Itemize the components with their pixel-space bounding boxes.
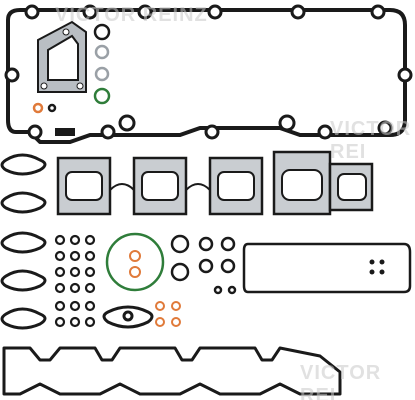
- intake-manifold-gasket: [2, 346, 342, 396]
- o-ring-grid: [54, 234, 96, 328]
- valve-cover-bolt-lugs: [4, 4, 413, 140]
- manifold-port-openings: [65, 169, 367, 201]
- cover-seal-strip: [55, 128, 75, 136]
- rocker-seal-gasket: [242, 242, 412, 294]
- green-seal-ring: [105, 232, 165, 292]
- manifold-port-gaskets: [56, 150, 374, 216]
- copper-washers: [155, 301, 181, 327]
- two-hole-small-gasket: [102, 305, 154, 329]
- valve-cover-gasket: [6, 8, 407, 144]
- exhaust-flange-gaskets: [0, 153, 47, 330]
- watermark-bottom: VICTOR REI: [300, 362, 382, 400]
- turbo-flange-gasket: [37, 20, 87, 93]
- watermark-top: VICTOR REINZ: [55, 4, 208, 26]
- watermark-right: VICTOR REI: [330, 118, 412, 163]
- small-seal-rings-top: [32, 23, 111, 114]
- rocker-seal-holes: [369, 259, 385, 275]
- manifold-link-wire: [109, 183, 211, 191]
- black-o-rings-middle: [170, 234, 237, 295]
